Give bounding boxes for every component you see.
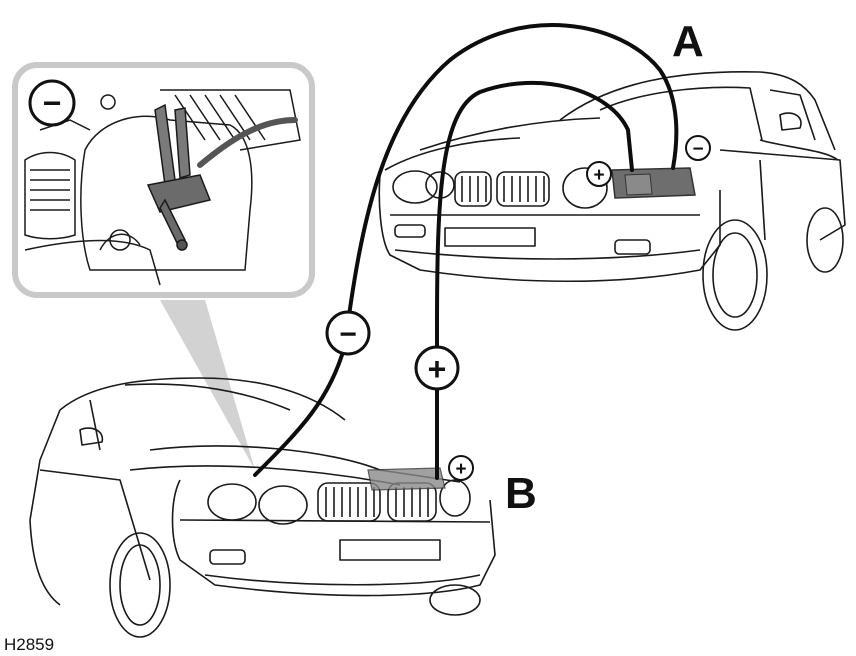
inset-clamp bbox=[146, 103, 212, 251]
plus-icon: + bbox=[414, 345, 460, 391]
svg-text:+: + bbox=[455, 459, 466, 480]
engine-sketch bbox=[24, 89, 301, 286]
vehicle-b-label: B bbox=[505, 469, 537, 518]
minus-icon: − bbox=[325, 310, 371, 356]
inset-cable bbox=[197, 117, 298, 168]
svg-text:−: − bbox=[339, 318, 357, 351]
battery-a bbox=[611, 167, 696, 199]
car-b bbox=[29, 377, 496, 638]
inset-detail: − bbox=[12, 62, 315, 470]
battery-b bbox=[367, 467, 446, 491]
minus-icon: − bbox=[685, 135, 711, 161]
svg-text:−: − bbox=[43, 85, 62, 121]
figure-code: H2859 bbox=[4, 635, 54, 654]
minus-icon: − bbox=[28, 79, 76, 127]
inset-pointer bbox=[160, 300, 255, 470]
plus-icon: + bbox=[448, 455, 474, 481]
positive-cable bbox=[435, 80, 634, 480]
vehicle-a-label: A bbox=[672, 17, 704, 66]
car-a bbox=[378, 70, 846, 331]
svg-text:+: + bbox=[428, 351, 447, 387]
svg-text:+: + bbox=[593, 165, 604, 186]
negative-cable bbox=[253, 23, 679, 477]
svg-text:−: − bbox=[692, 139, 703, 160]
plus-icon: + bbox=[586, 161, 612, 187]
